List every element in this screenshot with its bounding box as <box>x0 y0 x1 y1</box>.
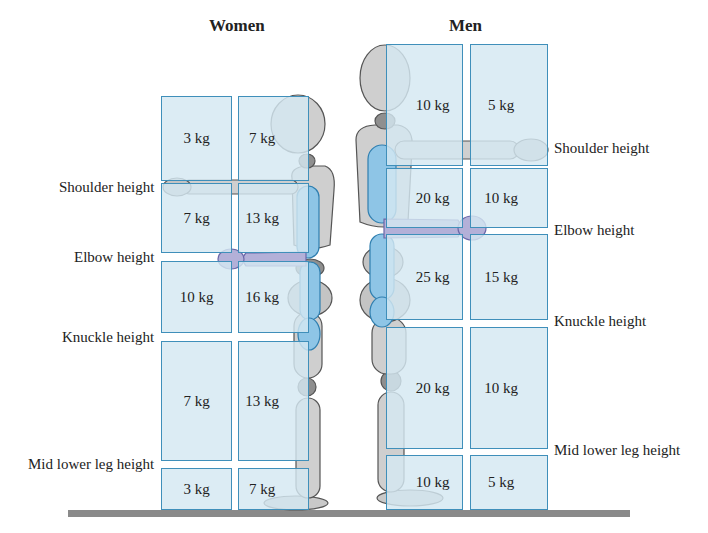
height-label: Knuckle height <box>554 312 646 330</box>
weight-box: 7 kg <box>161 183 232 253</box>
height-label-text: Mid lower leg height <box>28 456 154 472</box>
weight-box: 10 kg <box>386 44 463 166</box>
weight-value: 16 kg <box>245 289 279 306</box>
height-label-text: Elbow height <box>554 222 634 238</box>
weight-box: 7 kg <box>238 96 309 181</box>
height-label-text: Knuckle height <box>62 329 154 345</box>
height-label: Elbow height <box>74 248 154 266</box>
weight-value: 7 kg <box>183 210 209 227</box>
weight-box: 20 kg <box>386 168 463 228</box>
weight-box: 3 kg <box>161 468 232 510</box>
weight-box: 3 kg <box>161 96 232 181</box>
weight-box: 13 kg <box>238 341 309 461</box>
weight-value: 13 kg <box>245 210 279 227</box>
group-heading: Men <box>449 16 482 36</box>
weight-value: 7 kg <box>249 481 275 498</box>
weight-value: 13 kg <box>245 393 279 410</box>
height-label: Mid lower leg height <box>554 441 680 459</box>
weight-box: 15 kg <box>470 234 548 320</box>
weight-value: 3 kg <box>183 481 209 498</box>
group-heading-text: Women <box>209 16 265 35</box>
weight-box: 10 kg <box>470 168 548 228</box>
weight-value: 15 kg <box>484 269 518 286</box>
group-heading: Women <box>209 16 265 36</box>
height-label: Shoulder height <box>554 139 649 157</box>
weight-box: 20 kg <box>386 327 463 449</box>
height-label: Mid lower leg height <box>28 455 154 473</box>
weight-box: 7 kg <box>238 468 309 510</box>
weight-box: 16 kg <box>238 261 309 333</box>
weight-box: 7 kg <box>161 341 232 461</box>
group-heading-text: Men <box>449 16 482 35</box>
height-label: Elbow height <box>554 221 634 239</box>
height-label-text: Knuckle height <box>554 313 646 329</box>
weight-value: 7 kg <box>249 130 275 147</box>
floor-bar <box>68 510 630 517</box>
weight-value: 10 kg <box>484 190 518 207</box>
height-label-text: Shoulder height <box>59 179 154 195</box>
weight-value: 10 kg <box>416 97 450 114</box>
weight-value: 10 kg <box>416 474 450 491</box>
weight-box: 10 kg <box>161 261 232 333</box>
weight-box: 10 kg <box>470 327 548 449</box>
height-label-text: Mid lower leg height <box>554 442 680 458</box>
weight-box: 13 kg <box>238 183 309 253</box>
weight-value: 20 kg <box>416 190 450 207</box>
weight-value: 25 kg <box>416 269 450 286</box>
weight-value: 5 kg <box>488 97 514 114</box>
weight-box: 5 kg <box>470 44 548 166</box>
weight-box: 25 kg <box>386 234 463 320</box>
weight-value: 7 kg <box>183 393 209 410</box>
weight-box: 10 kg <box>386 455 463 510</box>
man-figure <box>356 45 548 506</box>
height-label-text: Shoulder height <box>554 140 649 156</box>
weight-box: 5 kg <box>470 455 548 510</box>
weight-value: 10 kg <box>180 289 214 306</box>
height-label: Knuckle height <box>62 328 154 346</box>
weight-value: 10 kg <box>484 380 518 397</box>
weight-value: 3 kg <box>183 130 209 147</box>
height-label-text: Elbow height <box>74 249 154 265</box>
weight-value: 5 kg <box>488 474 514 491</box>
weight-value: 20 kg <box>416 380 450 397</box>
height-label: Shoulder height <box>59 178 154 196</box>
